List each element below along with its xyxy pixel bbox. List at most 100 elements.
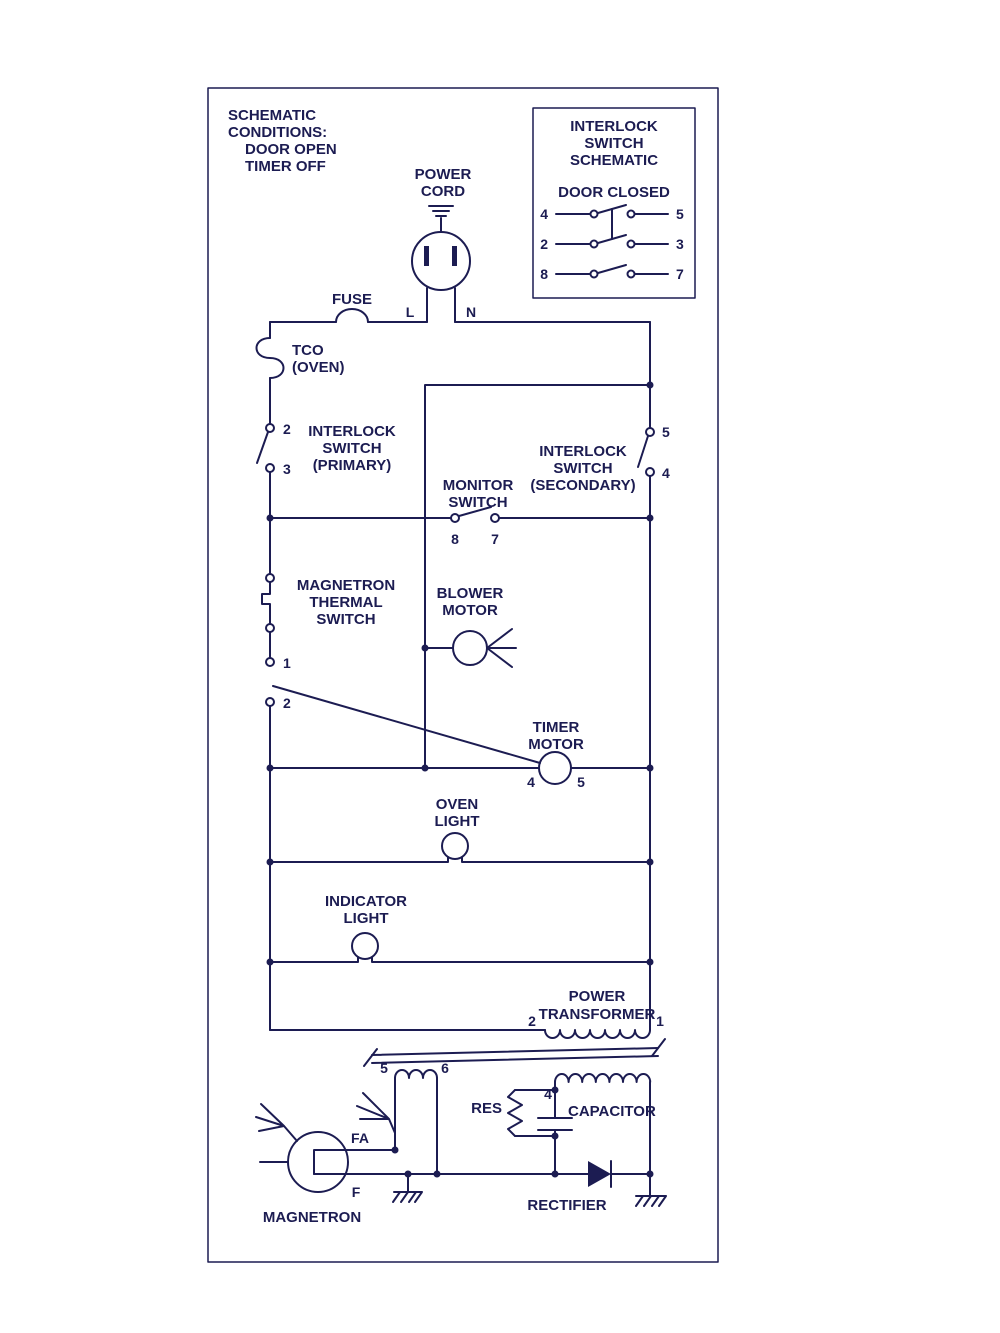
interlock-primary-label: INTERLOCK xyxy=(308,423,396,440)
magnetron-thermal-label: SWITCH xyxy=(316,611,375,628)
diagram-labels: SCHEMATIC CONDITIONS: DOOR OPEN TIMER OF… xyxy=(228,107,684,1226)
mains-top-wire xyxy=(269,308,651,323)
interlock-secondary-blade xyxy=(637,435,649,468)
primary-winding xyxy=(544,1029,651,1039)
resistor-zigzag xyxy=(507,1089,523,1137)
inset-title: INTERLOCK xyxy=(570,118,658,135)
transformer-core xyxy=(371,1047,659,1064)
inset-switch-symbols xyxy=(555,204,669,279)
timer-switch-blade xyxy=(272,685,541,764)
transformer-primary-pin: 2 xyxy=(528,1013,536,1029)
filament-fan-icon xyxy=(356,1092,396,1134)
inner-branch-wire xyxy=(424,384,651,769)
conditions-label: TIMER OFF xyxy=(245,158,326,175)
power-cord-label: POWER xyxy=(415,166,472,183)
inset-title: SWITCH xyxy=(584,135,643,152)
transformer-primary-pin: 1 xyxy=(656,1013,664,1029)
inset-pin: 8 xyxy=(540,266,548,282)
inset-pin: 3 xyxy=(676,236,684,252)
transformer-symbol xyxy=(269,1029,666,1175)
magnetron-pin-fa: FA xyxy=(351,1130,369,1146)
conditions-label: DOOR OPEN xyxy=(245,141,337,158)
timer-switch-pin: 1 xyxy=(283,655,291,671)
timer-motor-symbol xyxy=(269,751,651,785)
plug-prong-icon xyxy=(452,246,457,266)
rectifier-label: RECTIFIER xyxy=(527,1197,606,1214)
power-plug-symbol xyxy=(411,205,471,323)
interlock-primary-blade xyxy=(256,431,269,464)
interlock-primary-label: (PRIMARY) xyxy=(313,457,392,474)
filled-shapes xyxy=(266,246,654,1187)
transformer-filament-pin: 6 xyxy=(441,1060,449,1076)
capacitor-label: CAPACITOR xyxy=(568,1103,656,1120)
monitor-switch-symbol xyxy=(269,506,651,523)
magnetron-thermal-label: THERMAL xyxy=(309,594,382,611)
timer-motor-pin: 5 xyxy=(577,774,585,790)
magnetron-thermal-switch-symbol xyxy=(261,581,271,625)
inset-state-label: DOOR CLOSED xyxy=(558,184,670,201)
transformer-label: TRANSFORMER xyxy=(539,1006,656,1023)
fuse-label: FUSE xyxy=(332,291,372,308)
transformer-hv-pin: 4 xyxy=(544,1086,552,1102)
magnetron-thermal-label: MAGNETRON xyxy=(297,577,395,594)
timer-motor-label: MOTOR xyxy=(528,736,584,753)
line-l-label: L xyxy=(406,304,415,320)
line-n-label: N xyxy=(466,304,476,320)
hv-winding xyxy=(554,1073,652,1083)
antenna-fan-icon xyxy=(255,1103,298,1142)
monitor-switch-pin: 8 xyxy=(451,531,459,547)
rectifier-diode-icon xyxy=(588,1161,611,1187)
interlock-secondary-label: INTERLOCK xyxy=(539,443,627,460)
interlock-secondary-label: SWITCH xyxy=(553,460,612,477)
inset-title: SCHEMATIC xyxy=(570,152,658,169)
timer-motor-label: TIMER xyxy=(533,719,580,736)
tco-symbol xyxy=(255,337,285,379)
left-rail xyxy=(255,321,541,1031)
diagram-border xyxy=(207,87,719,1263)
monitor-switch-label: SWITCH xyxy=(448,494,507,511)
interlock-primary-pin: 2 xyxy=(283,421,291,437)
tco-label: TCO xyxy=(292,342,324,359)
blower-motor-label: BLOWER xyxy=(437,585,504,602)
indicator-light-label: INDICATOR xyxy=(325,893,407,910)
power-cord-label: CORD xyxy=(421,183,465,200)
chassis-ground-icon xyxy=(635,1173,667,1207)
conditions-label: CONDITIONS: xyxy=(228,124,327,141)
transformer-filament-pin: 5 xyxy=(380,1060,388,1076)
indicator-light-symbol xyxy=(269,932,651,963)
transformer-label: POWER xyxy=(569,988,626,1005)
oven-light-symbol xyxy=(269,832,651,863)
plug-prong-icon xyxy=(424,246,429,266)
interlock-secondary-label: (SECONDARY) xyxy=(530,477,635,494)
res-label: RES xyxy=(471,1100,502,1117)
interlock-secondary-pin: 5 xyxy=(662,424,670,440)
junction-dots xyxy=(266,381,654,1178)
filament-winding xyxy=(394,1069,438,1079)
right-rail xyxy=(637,321,655,1031)
capacitor-plates xyxy=(537,1089,573,1175)
oven-light-label: OVEN xyxy=(436,796,479,813)
interlock-primary-label: SWITCH xyxy=(322,440,381,457)
monitor-switch-pin: 7 xyxy=(491,531,499,547)
inset-pin: 5 xyxy=(676,206,684,222)
inset-pin: 4 xyxy=(540,206,548,222)
conditions-label: SCHEMATIC xyxy=(228,107,316,124)
timer-switch-pin: 2 xyxy=(283,695,291,711)
interlock-primary-pin: 3 xyxy=(283,461,291,477)
blower-motor-label: MOTOR xyxy=(442,602,498,619)
circuit-wiring xyxy=(207,87,719,1263)
blower-motor-symbol xyxy=(424,628,517,668)
tco-label: (OVEN) xyxy=(292,359,345,376)
res-capacitor-symbol xyxy=(507,1089,573,1175)
magnetron-label: MAGNETRON xyxy=(263,1209,361,1226)
fan-blades-icon xyxy=(486,628,517,668)
monitor-switch-label: MONITOR xyxy=(443,477,514,494)
ground-symbols xyxy=(392,1173,667,1207)
magnetron-pin-f: F xyxy=(352,1184,361,1200)
oven-light-label: LIGHT xyxy=(435,813,480,830)
inset-pin: 7 xyxy=(676,266,684,282)
interlock-inset-box xyxy=(532,107,696,299)
magnetron-symbol xyxy=(255,1092,396,1193)
